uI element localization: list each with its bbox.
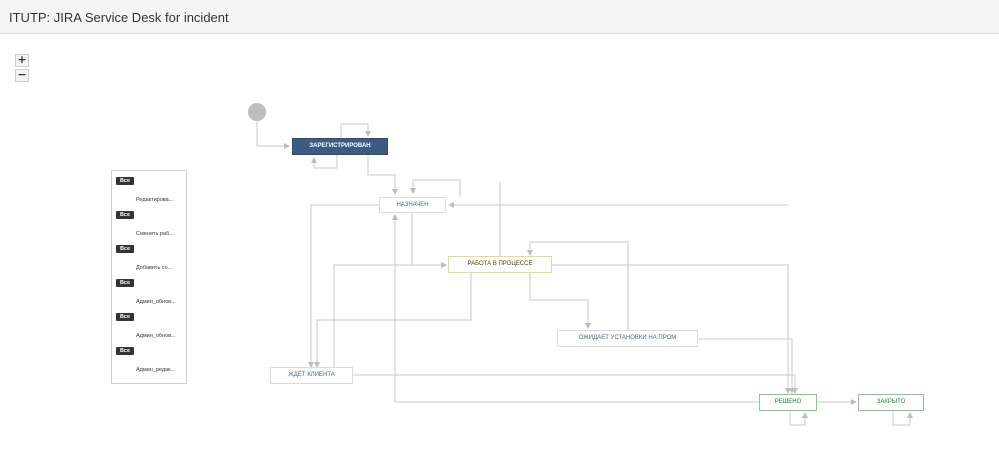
- zoom-in-button[interactable]: +: [15, 54, 29, 67]
- status-in-progress[interactable]: РАБОТА В ПРОЦЕССЕ: [448, 256, 552, 273]
- transition-progress-install: [529, 273, 591, 329]
- transition-install-progress: [527, 241, 629, 330]
- global-badge: Все: [116, 211, 134, 219]
- global-badge: Все: [116, 313, 134, 321]
- start-node: [248, 103, 266, 121]
- global-transition-label[interactable]: Админ_обнов...: [136, 299, 176, 305]
- transition-install-resolved: [698, 338, 795, 394]
- global-badge: Все: [116, 177, 134, 185]
- status-registered[interactable]: ЗАРЕГИСТРИРОВАН: [292, 138, 388, 155]
- global-transition-label[interactable]: Редактирова...: [136, 197, 174, 203]
- transition-create: [256, 121, 290, 149]
- transition-closed-loop: [892, 410, 913, 426]
- zoom-out-button[interactable]: −: [15, 69, 29, 82]
- transition-resolved-loop: [789, 410, 808, 426]
- transition-waiting-resolved: [352, 374, 798, 394]
- header-bar: ITUTP: JIRA Service Desk for incident: [0, 0, 999, 34]
- status-waiting-customer[interactable]: ЖДЁТ КЛИЕНТА: [270, 367, 353, 384]
- status-assigned[interactable]: НАЗНАЧЕН: [379, 197, 446, 213]
- transition-waiting-progress: [333, 262, 447, 367]
- global-badge: Все: [116, 347, 134, 355]
- transition-progress-resolved: [552, 264, 791, 394]
- transition-registered-loop-bottom: [311, 154, 338, 169]
- transition-progress-assigned: [448, 182, 501, 256]
- transition-registered-loop-top: [340, 123, 371, 138]
- global-badge: Все: [116, 245, 134, 253]
- status-resolved[interactable]: РЕШЕНО: [759, 394, 817, 411]
- page-title: ITUTP: JIRA Service Desk for incident: [9, 10, 229, 25]
- transition-registered-assigned: [367, 154, 398, 195]
- transition-resolved-assigned: [392, 214, 759, 403]
- global-transition-label[interactable]: Добавить со...: [136, 265, 173, 271]
- global-transition-label[interactable]: Сменить раб...: [136, 231, 174, 237]
- global-transition-label[interactable]: Админ_обнов...: [136, 333, 176, 339]
- transition-progress-waiting: [314, 273, 472, 368]
- status-closed[interactable]: ЗАКРЫТО: [858, 394, 924, 411]
- global-transition-label[interactable]: Админ_редак...: [136, 367, 176, 373]
- transition-assigned-waiting: [308, 204, 379, 368]
- global-badge: Все: [116, 279, 134, 287]
- transition-assigned-progress: [411, 213, 447, 268]
- status-awaiting-install[interactable]: ОЖИДАЕТ УСТАНОВКИ НА ПРОМ: [557, 330, 698, 347]
- transition-assigned-loop: [410, 179, 461, 197]
